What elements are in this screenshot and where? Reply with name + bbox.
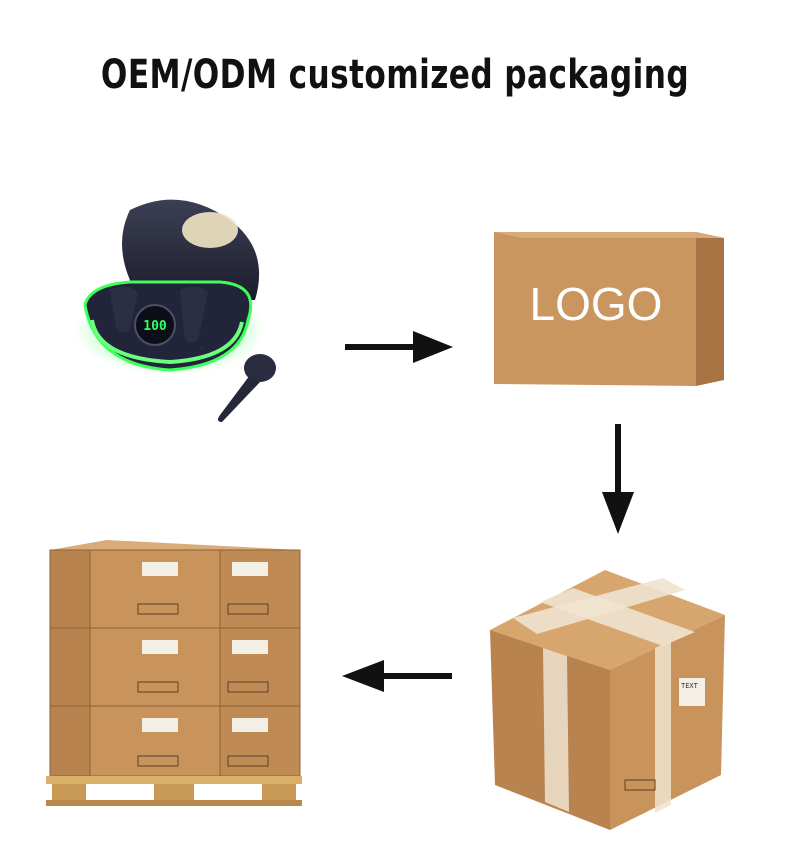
retail-logo-box: LOGO xyxy=(494,232,724,386)
page-title: OEM/ODM customized packaging xyxy=(100,52,690,98)
carton-stack xyxy=(49,549,301,777)
battery-digits: 100 xyxy=(143,319,167,334)
right-marker: R xyxy=(200,344,205,352)
arrow-right xyxy=(345,331,453,363)
pallet-of-cartons xyxy=(46,540,302,806)
logo-text: LOGO xyxy=(530,278,663,330)
arrow-left xyxy=(342,660,452,692)
shipping-carton: TEXT xyxy=(490,570,725,830)
earbuds-product-image: 100 L R xyxy=(75,199,276,422)
wooden-pallet xyxy=(46,776,302,806)
left-marker: L xyxy=(110,296,114,304)
arrow-down xyxy=(602,424,634,534)
carton-label-text: TEXT xyxy=(681,682,699,690)
